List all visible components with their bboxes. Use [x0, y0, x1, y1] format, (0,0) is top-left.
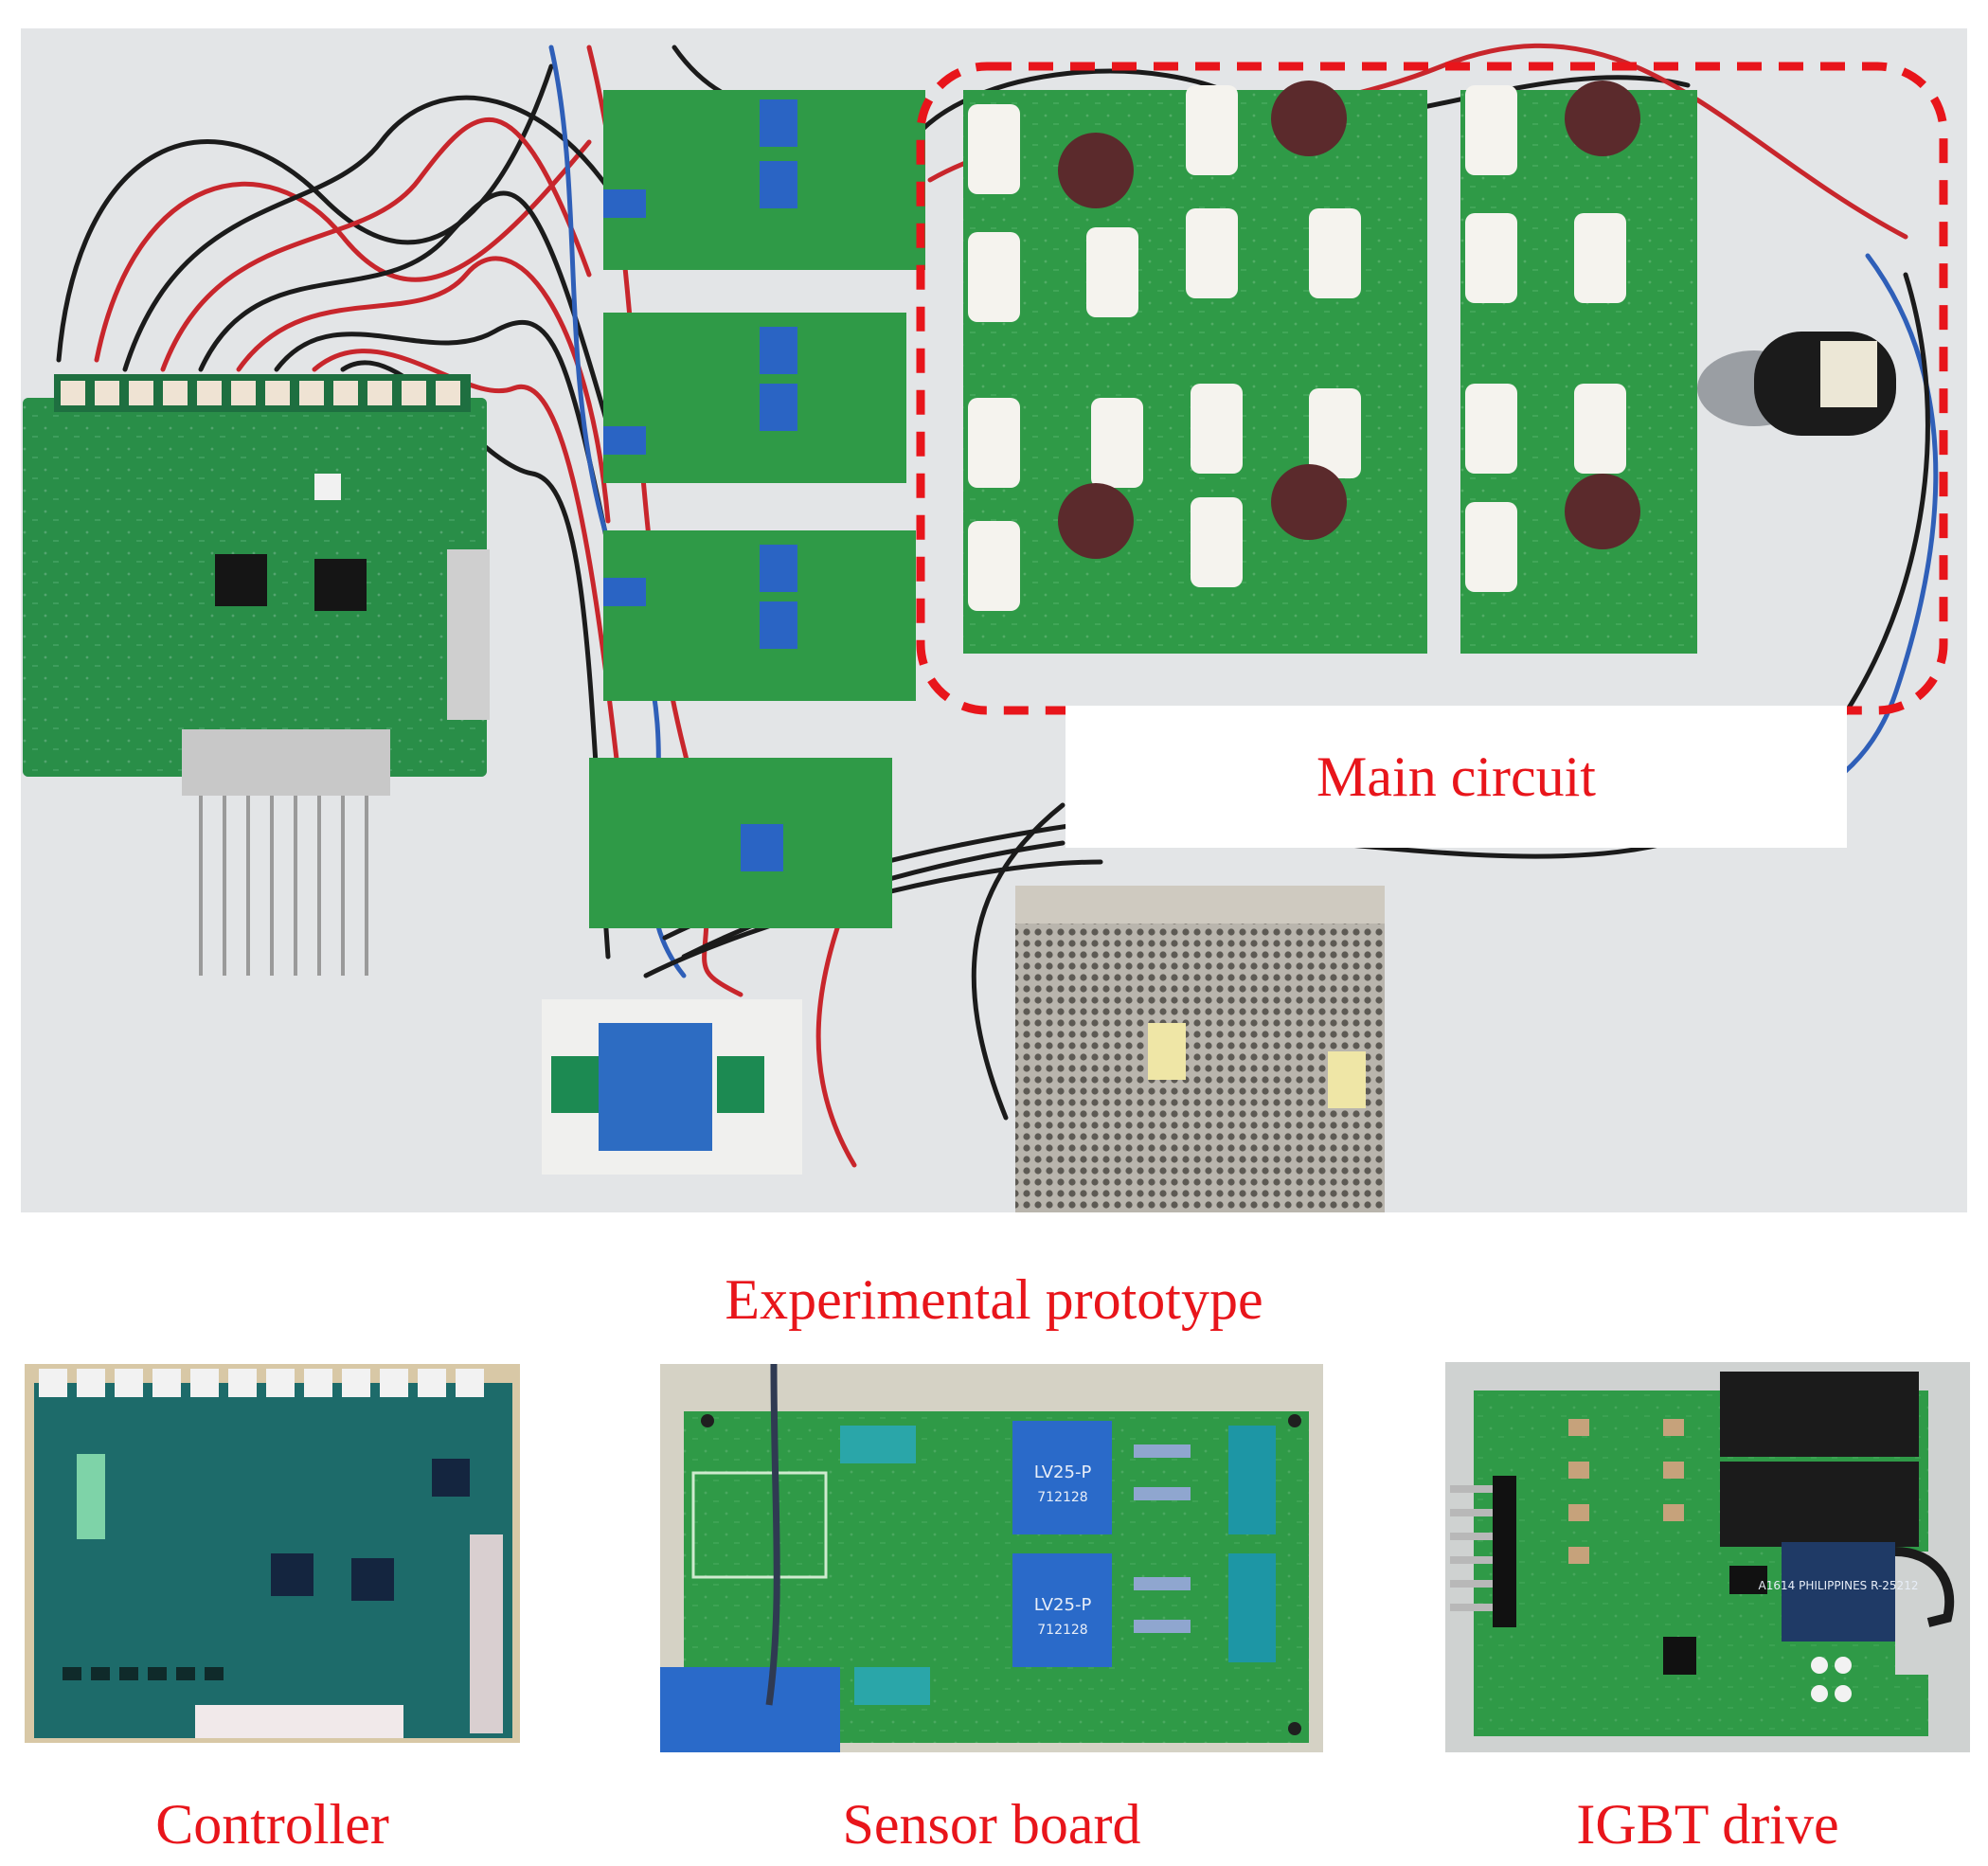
igbt-driver-chip-marking: A1614 PHILIPPINES R-25212 — [1759, 1579, 1919, 1592]
igbt-drive-photo: A1614 PHILIPPINES R-25212 — [1445, 1362, 1970, 1752]
main-circuit-label: Main circuit — [1316, 745, 1596, 808]
prototype-photo — [21, 28, 1967, 1212]
main-circuit-label-box: Main circuit — [1066, 706, 1847, 848]
sensor-board-illustration: LV25-P 712128 LV25-P 712128 — [660, 1364, 1323, 1752]
controller-caption: Controller — [155, 1793, 389, 1856]
sensor-module-marking-2: LV25-P — [1034, 1595, 1092, 1615]
sensor-board-caption: Sensor board — [842, 1793, 1141, 1856]
sensor-module-marking-1: LV25-P — [1034, 1462, 1092, 1482]
sensor-module-code-1: 712128 — [1037, 1490, 1087, 1505]
sensor-module-code-2: 712128 — [1037, 1623, 1087, 1638]
prototype-illustration — [21, 28, 1967, 1212]
igbt-drive-caption: IGBT drive — [1576, 1793, 1839, 1856]
sensor-board-photo: LV25-P 712128 LV25-P 712128 — [660, 1364, 1323, 1752]
experimental-prototype-caption: Experimental prototype — [725, 1268, 1263, 1331]
igbt-drive-illustration: A1614 PHILIPPINES R-25212 — [1445, 1362, 1970, 1752]
controller-illustration — [25, 1364, 520, 1743]
controller-photo — [25, 1364, 520, 1743]
